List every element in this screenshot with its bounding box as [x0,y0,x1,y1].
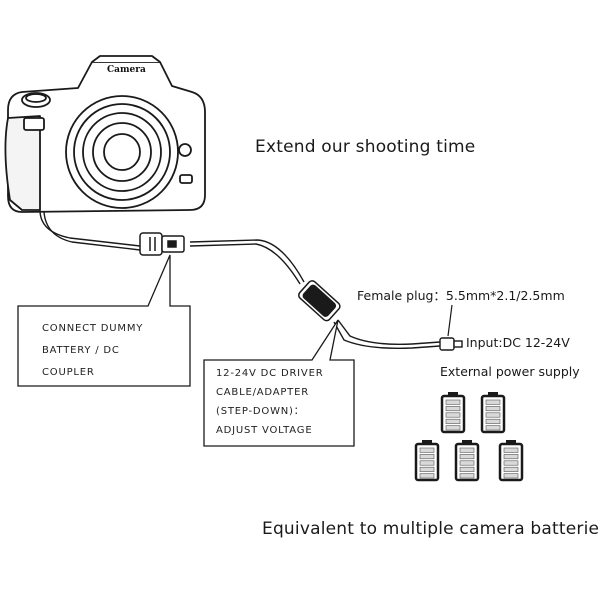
battery-icon [414,440,440,482]
callout-driver-line: CABLE/ADAPTER [216,387,309,398]
camera-icon [4,55,206,213]
callout-dummy-line: CONNECT DUMMY [42,323,144,334]
battery-icon [480,392,506,434]
callout-driver-line: (STEP-DOWN)： [216,406,305,417]
battery-group [414,392,524,482]
callout-driver-box [203,319,355,447]
callout-driver-text: 12-24V DC DRIVER CABLE/ADAPTER (STEP-DOW… [216,364,323,440]
power-supply-label: External power supply [440,364,580,379]
battery-icon [440,392,466,434]
callout-dummy-box [17,254,191,387]
callout-dummy-text: CONNECT DUMMY BATTERY / DC COUPLER [42,318,143,384]
battery-icon [498,440,524,482]
dummy-battery-connector-icon [139,232,185,256]
camera-brand-label: Camera [107,65,146,75]
dc-plug-icon [439,337,463,351]
female-plug-pointer [447,304,453,337]
callout-dummy-line: COUPLER [42,367,95,378]
female-plug-label: Female plug：5.5mm*2.1/2.5mm [357,288,565,303]
headline-bottom: Equivalent to multiple camera batteries [262,519,600,539]
callout-dummy-line: BATTERY / DC [42,345,120,356]
battery-icon [454,440,480,482]
step-down-module-icon [298,280,341,322]
dc-cable [39,209,441,349]
input-voltage-label: Input:DC 12-24V [466,335,570,350]
callout-driver-line: 12-24V DC DRIVER [216,368,324,379]
headline-top: Extend our shooting time [255,137,476,157]
callout-driver-line: ADJUST VOLTAGE [216,425,313,436]
